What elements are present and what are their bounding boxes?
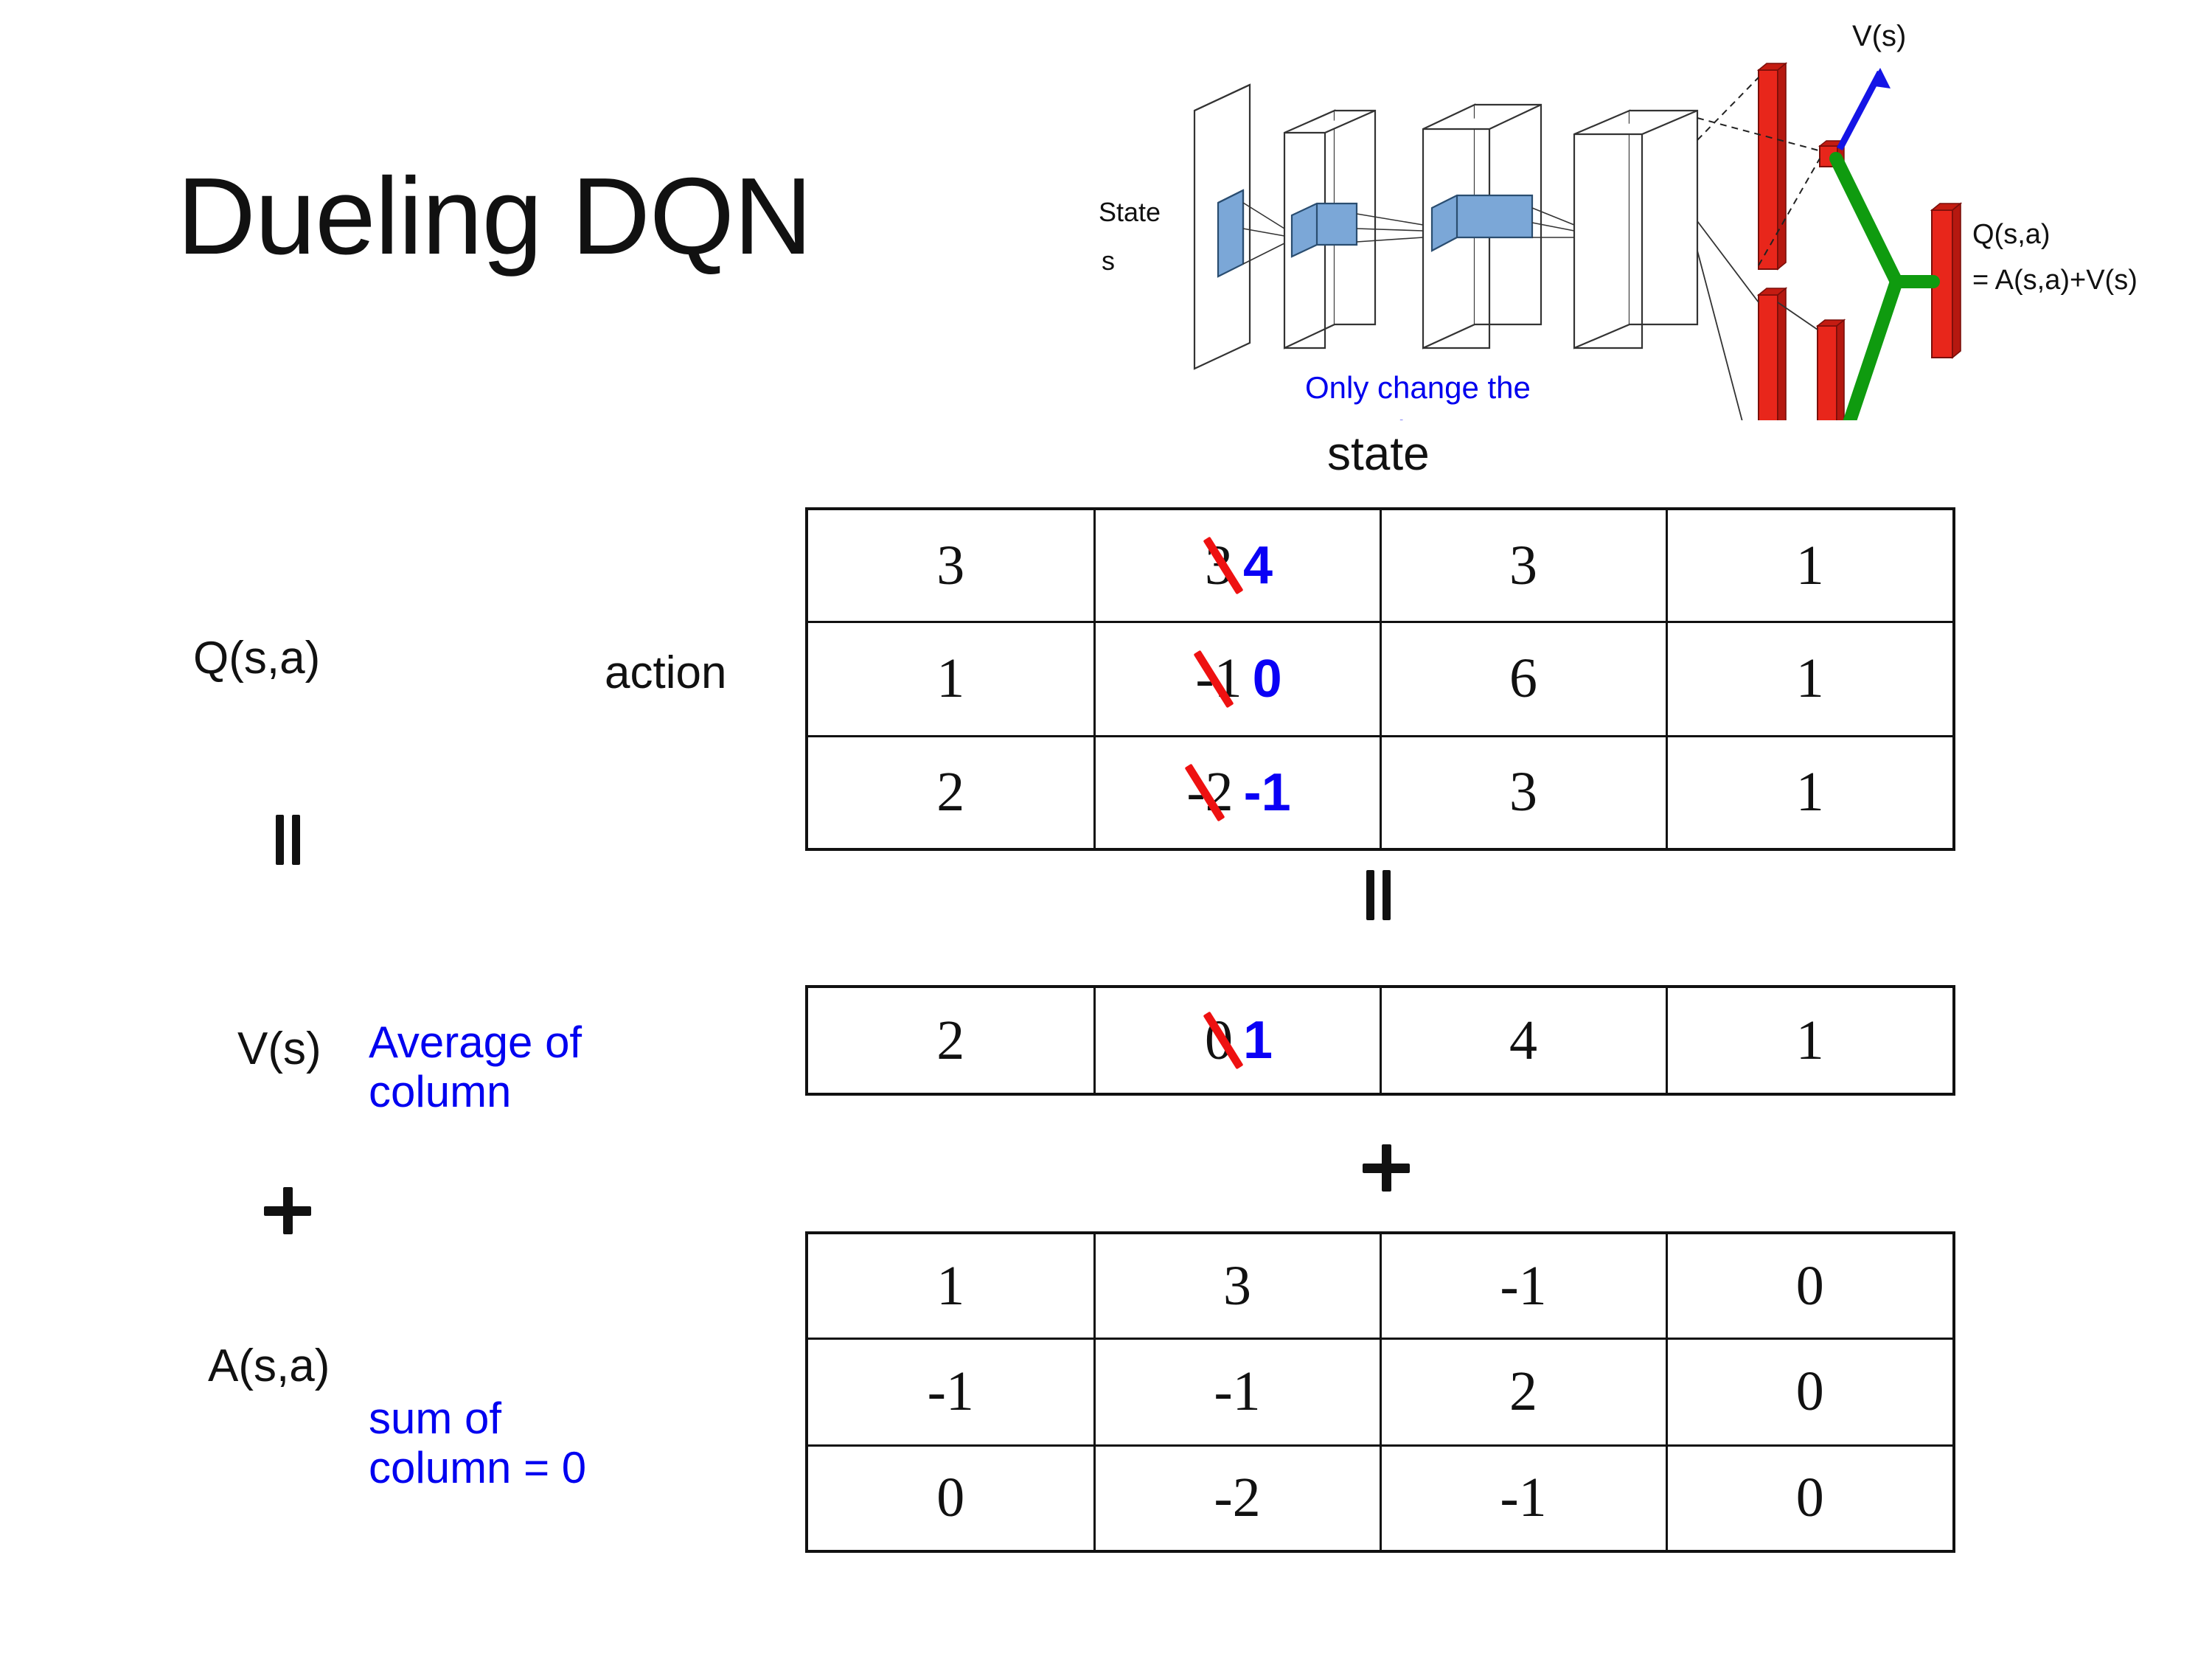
corrected-value: 1 [1242, 1011, 1273, 1070]
matrix-cell: -1 [1379, 1444, 1668, 1550]
matrix-cell: 4 [1379, 988, 1668, 1093]
matrix-cell: 1 [1665, 734, 1952, 848]
matrix-cell: 0 [1665, 1444, 1952, 1550]
struck-original-value: 3 [1202, 534, 1236, 598]
matrix-cell: -1 [808, 1338, 1096, 1447]
figure-input-label-line1: State [1099, 197, 1161, 227]
equals-sign-middle [1360, 870, 1402, 920]
plus-sign-left [264, 1187, 311, 1234]
struck-original-value: 0 [1202, 1009, 1236, 1073]
matrix-cell: 6 [1379, 621, 1668, 737]
matrix-cell: 1 [1665, 988, 1952, 1093]
matrix-cell: 3 [1379, 510, 1668, 624]
matrix-cell: 1 [808, 621, 1096, 737]
figure-q-label-line1: Q(s,a) [1972, 219, 2051, 250]
matrix-cell: 1 [1665, 510, 1952, 624]
matrix-cell: 0 [1665, 1234, 1952, 1340]
corrected-value: 4 [1242, 536, 1273, 596]
dueling-network-diagram: State s V(s) A(s,a) Q(s,a) = A(s,a)+V(s)… [1099, 7, 2205, 420]
note-average-of-column: Average of column [369, 1018, 582, 1117]
a-function-label: A(s,a) [208, 1340, 330, 1391]
figure-value-label: V(s) [1852, 20, 1906, 52]
equals-sign-left [270, 815, 311, 865]
v-function-label: V(s) [237, 1023, 321, 1074]
figure-note-line1: Only change the [1305, 370, 1531, 405]
action-axis-label: action [605, 647, 727, 698]
q-function-label: Q(s,a) [193, 633, 321, 684]
figure-note-line2: network structure [1305, 414, 1543, 420]
struck-original-value: -2 [1183, 760, 1236, 824]
page-title: Dueling DQN [177, 156, 813, 277]
figure-input-label-line2: s [1102, 246, 1115, 276]
matrix-cell: 2 [808, 988, 1096, 1093]
state-axis-label: state [1327, 427, 1430, 480]
corrected-value: -1 [1243, 762, 1291, 822]
plus-sign-middle [1363, 1144, 1410, 1192]
matrix-cell: -1 [1093, 1338, 1382, 1447]
matrix-cell: 3 [808, 510, 1096, 624]
matrix-cell-corrected: -2-1 [1093, 734, 1382, 848]
matrix-cell: 1 [808, 1234, 1096, 1340]
figure-q-label-line2: = A(s,a)+V(s) [1972, 265, 2138, 296]
matrix-cell: 3 [1379, 734, 1668, 848]
corrected-value: 0 [1252, 649, 1282, 709]
matrix-cell: -1 [1379, 1234, 1668, 1340]
note-sum-of-column: sum of column = 0 [369, 1394, 587, 1493]
matrix-cell: 0 [808, 1444, 1096, 1550]
matrix-cell: -2 [1093, 1444, 1382, 1550]
matrix-cell: 2 [808, 734, 1096, 848]
matrix-cell: 0 [1665, 1338, 1952, 1447]
matrix-cell: 1 [1665, 621, 1952, 737]
matrix-cell: 2 [1379, 1338, 1668, 1447]
matrix-cell: 3 [1093, 1234, 1382, 1340]
struck-original-value: -1 [1192, 647, 1245, 711]
